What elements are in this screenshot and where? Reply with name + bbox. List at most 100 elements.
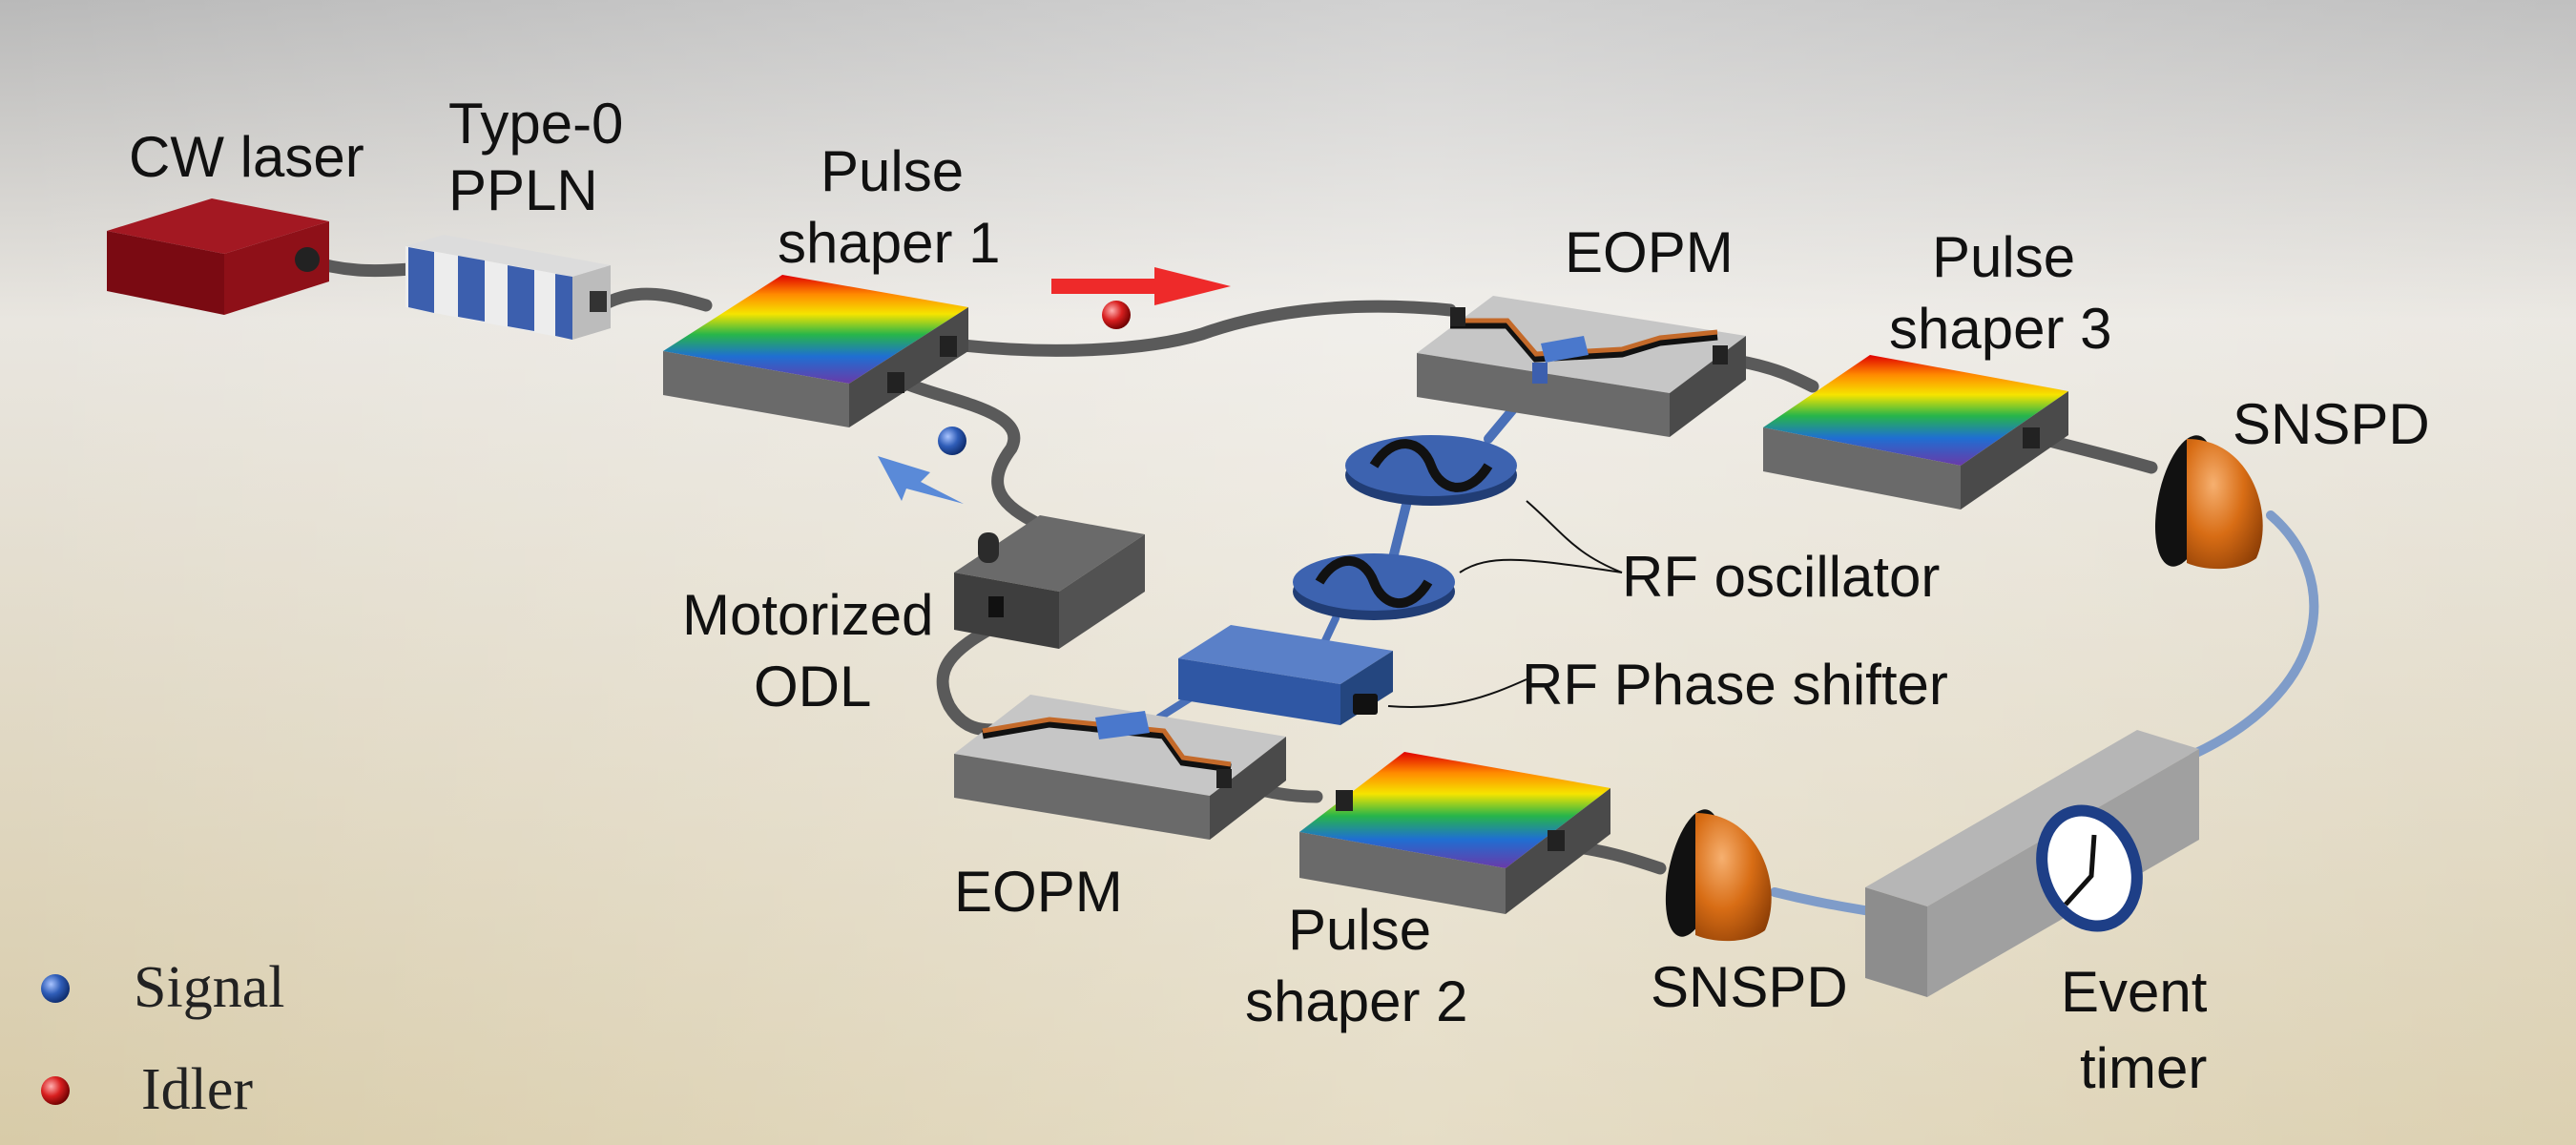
- pulse-shaper-2: [1299, 752, 1610, 914]
- osc1-sine-symbol: [1369, 439, 1493, 492]
- label-ppln-line2: PPLN: [448, 158, 598, 222]
- signal-indicator: [878, 427, 966, 504]
- legend-idler-marker: [41, 1076, 70, 1105]
- ps2-front: [1299, 832, 1506, 914]
- pulse-shaper-1: [663, 275, 968, 427]
- laser-front: [107, 231, 224, 315]
- cw-laser: [107, 198, 329, 315]
- rf-leader-lines: [1387, 500, 1623, 708]
- eopm-top: [1417, 296, 1746, 437]
- leader-phase: [1387, 678, 1527, 708]
- label-ps2-line1: Pulse: [1288, 898, 1431, 962]
- label-ps3-line2: shaper 3: [1889, 297, 2112, 361]
- snspd-bottom-dome: [1695, 813, 1772, 942]
- label-snspd-bottom: SNSPD: [1651, 955, 1848, 1019]
- legend-idler-label: Idler: [141, 1057, 253, 1122]
- rf-link-osc1-osc2: [1388, 496, 1412, 563]
- leader-osc2: [1459, 558, 1623, 573]
- label-ps1-line2: shaper 1: [778, 211, 1001, 275]
- snspd-bottom: [1665, 809, 1772, 942]
- eopm-bottom-side: [1210, 737, 1286, 840]
- label-eopm-top: EOPM: [1565, 220, 1734, 284]
- clock-hands-icon: [2064, 834, 2097, 906]
- label-ps2-line2: shaper 2: [1245, 969, 1468, 1033]
- cable-snspd-top-timer: [2190, 510, 2319, 759]
- idler-ball: [1102, 301, 1131, 329]
- cable-snspd-bottom-timer: [1770, 887, 1875, 916]
- odl-front: [954, 572, 1059, 649]
- ps1-port-a: [940, 336, 957, 357]
- osc2-sine-symbol: [1315, 555, 1433, 609]
- ps1-top: [663, 275, 968, 384]
- ps3-port: [2023, 427, 2040, 448]
- motorized-odl: [954, 515, 1145, 649]
- timer-front: [1865, 887, 1927, 997]
- rf-phase-shifter: [1178, 625, 1393, 725]
- ppln-stripe-3: [508, 265, 534, 331]
- fiber-ps1-eopm-top: [957, 300, 1457, 357]
- laser-port: [295, 247, 320, 272]
- eopm-top-front: [1417, 353, 1670, 437]
- label-timer-line2: timer: [2080, 1036, 2207, 1100]
- phase-knob: [1353, 694, 1378, 715]
- rf-oscillator-disk-2: [1293, 553, 1455, 620]
- phase-front: [1178, 658, 1340, 725]
- ps1-port-b: [887, 372, 904, 393]
- ps3-side: [1961, 391, 2068, 510]
- laser-side: [224, 221, 329, 315]
- ps3-top: [1763, 355, 2068, 466]
- labels: CW laser Type-0 PPLN Pulse shaper 1 EOPM…: [129, 92, 2430, 1100]
- ppln-top: [405, 235, 611, 277]
- fiber-odl-eopm-bottom: [936, 618, 1004, 737]
- ps2-port-in: [1336, 790, 1353, 811]
- eopm-bottom-port-out: [1216, 769, 1232, 788]
- phase-top: [1178, 625, 1393, 684]
- ps2-port-out: [1548, 830, 1565, 851]
- eopm-bottom-front: [954, 754, 1210, 840]
- odl-port: [988, 596, 1004, 617]
- odl-top: [954, 515, 1145, 592]
- ps2-top: [1299, 752, 1610, 868]
- leader-osc1: [1526, 500, 1623, 573]
- fiber-ps1-odl: [895, 375, 1047, 531]
- eopm-top-electrode: [1541, 336, 1589, 363]
- odl-side: [1059, 534, 1145, 649]
- label-cw-laser: CW laser: [129, 125, 364, 189]
- ppln-crystal: [405, 235, 611, 340]
- idler-indicator: [1051, 267, 1231, 329]
- ps1-side: [849, 307, 968, 427]
- eopm-top-rf-port: [1532, 363, 1548, 384]
- legend-signal-label: Signal: [134, 955, 284, 1020]
- pulse-shaper-3: [1763, 355, 2068, 510]
- signal-ball: [938, 427, 966, 455]
- snspd-top-dome: [2187, 439, 2263, 570]
- snspd-top: [2154, 435, 2263, 570]
- label-rf-oscillator: RF oscillator: [1622, 545, 1940, 609]
- label-rf-phase-shifter: RF Phase shifter: [1522, 653, 1948, 717]
- legend-signal-marker: [41, 974, 70, 1003]
- eopm-top-port-in: [1450, 307, 1465, 326]
- legend: Signal Idler: [41, 955, 284, 1122]
- eopm-bottom: [954, 695, 1286, 840]
- timer-top: [1865, 730, 2199, 906]
- label-ppln-line1: Type-0: [448, 92, 623, 156]
- eopm-top-port-out: [1713, 345, 1728, 364]
- laser-top: [107, 198, 329, 254]
- fiber-eopm-ps3: [1730, 354, 1819, 393]
- eopm-bottom-electrode: [1095, 711, 1150, 739]
- label-odl-line2: ODL: [754, 655, 871, 718]
- label-eopm-bottom: EOPM: [954, 860, 1123, 924]
- ppln-stripe-4: [555, 274, 572, 340]
- label-snspd-top: SNSPD: [2233, 392, 2430, 456]
- label-ps1-line1: Pulse: [821, 139, 964, 203]
- ppln-stripe-1: [408, 247, 434, 313]
- ppln-stripe-2: [458, 256, 485, 322]
- ppln-port: [590, 291, 607, 312]
- ps1-front: [663, 351, 849, 427]
- ps3-front: [1763, 427, 1961, 510]
- signal-arrow: [878, 456, 964, 504]
- label-ps3-line1: Pulse: [1932, 225, 2075, 289]
- eopm-bottom-waveguide-highlight: [982, 717, 1232, 767]
